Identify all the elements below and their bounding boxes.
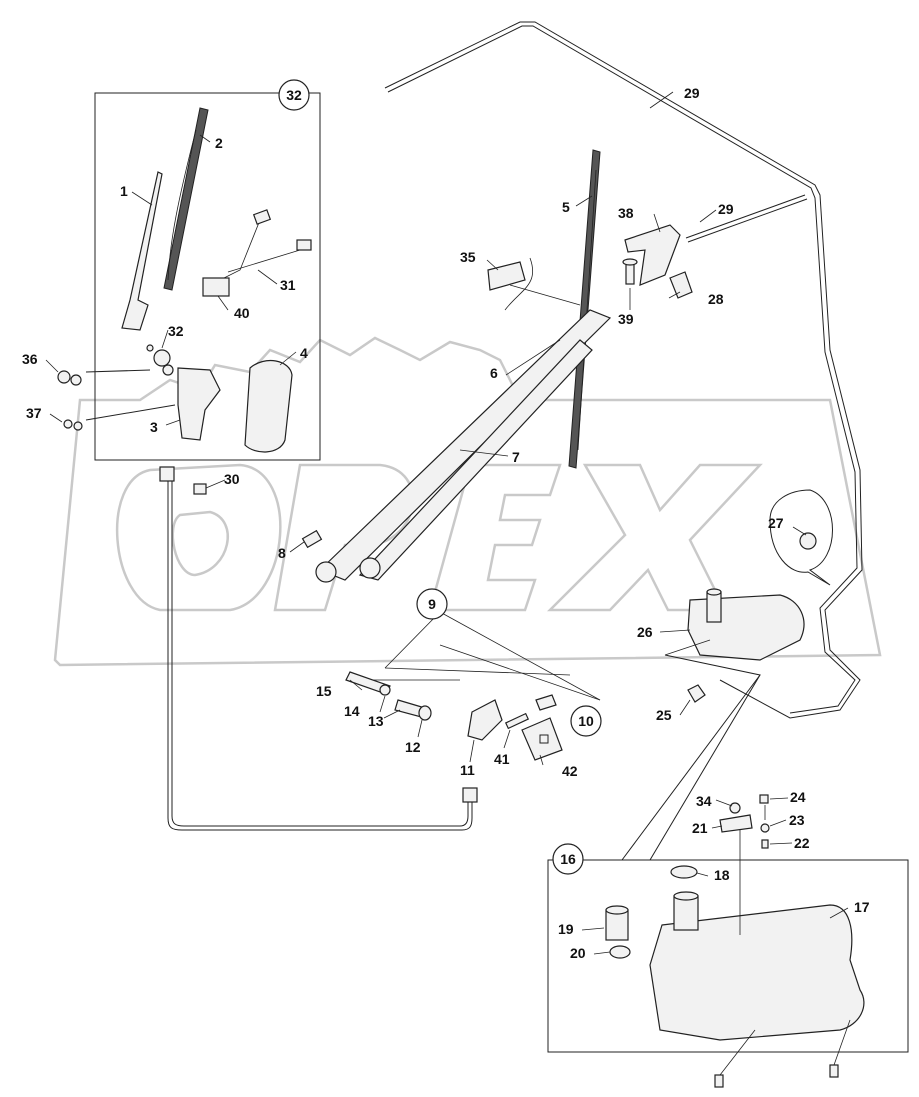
washer-tank-26 xyxy=(687,594,805,661)
cap-30 xyxy=(193,483,207,495)
callout-12-label: 12 xyxy=(405,739,421,755)
callout-4-label: 4 xyxy=(300,345,308,361)
callout-26-label: 26 xyxy=(637,624,653,640)
callout-34-label: 34 xyxy=(696,793,712,809)
wire-harness xyxy=(159,466,478,831)
detail-bubble-27 xyxy=(769,489,833,586)
cap-18 xyxy=(670,865,698,879)
callout-35-label: 35 xyxy=(460,249,476,265)
harness-31 xyxy=(219,219,261,281)
callout-29a-label: 29 xyxy=(684,85,700,101)
wiper-arm-1 xyxy=(121,171,163,331)
motor-11 xyxy=(467,699,503,741)
callout-38-label: 38 xyxy=(618,205,634,221)
callout-5-label: 5 xyxy=(562,199,570,215)
callout-18-label: 18 xyxy=(714,867,730,883)
grommet-20 xyxy=(609,945,631,959)
wiper-motor-3 xyxy=(177,367,221,441)
clip-25 xyxy=(687,684,706,703)
fitting-8 xyxy=(301,529,323,549)
callout-9: 9 xyxy=(416,588,448,620)
plate-42 xyxy=(521,717,563,761)
kit-box-16 xyxy=(547,794,909,1088)
callout-8-label: 8 xyxy=(278,545,286,561)
callout-40-label: 40 xyxy=(234,305,250,321)
kit-16-frame xyxy=(547,859,909,1053)
leader-lines xyxy=(45,91,849,955)
bushing-12 xyxy=(418,705,432,721)
motor-cover-4 xyxy=(244,359,293,453)
tank-neck-17 xyxy=(673,895,699,931)
callout-33: 32 xyxy=(278,79,310,111)
callout-37-label: 37 xyxy=(26,405,42,421)
washer-37 xyxy=(63,419,73,429)
washer-14 xyxy=(379,684,391,696)
callout-33-label: 32 xyxy=(286,87,302,103)
connector-40 xyxy=(202,277,230,297)
callout-30-label: 30 xyxy=(224,471,240,487)
washer-36 xyxy=(57,370,71,384)
callout-6-label: 6 xyxy=(490,365,498,381)
callout-24-label: 24 xyxy=(790,789,806,805)
bolt-lower-left xyxy=(714,1074,724,1088)
callout-42-label: 42 xyxy=(562,763,578,779)
callout-1-label: 1 xyxy=(120,183,128,199)
callout-31-label: 31 xyxy=(280,277,296,293)
wiper-assembly-right xyxy=(301,149,693,583)
callout-22-label: 22 xyxy=(794,835,810,851)
wiper-arm-6 xyxy=(318,309,612,581)
callout-7-label: 7 xyxy=(512,449,520,465)
callout-20-label: 20 xyxy=(570,945,586,961)
callout-41-label: 41 xyxy=(494,751,510,767)
nozzle-28 xyxy=(669,271,693,299)
callout-14-label: 14 xyxy=(344,703,360,719)
tank-filler-26 xyxy=(706,591,722,623)
callout-19-label: 19 xyxy=(558,921,574,937)
link-41 xyxy=(504,712,530,730)
callout-2-label: 2 xyxy=(215,135,223,151)
kit-33-frame xyxy=(94,92,321,461)
callout-13-label: 13 xyxy=(368,713,384,729)
labels: 1 2 3 4 5 6 7 8 11 12 13 14 15 17 18 19 … xyxy=(22,85,870,961)
callout-10: 10 xyxy=(570,705,602,737)
callout-27-label: 27 xyxy=(768,515,784,531)
callout-15-label: 15 xyxy=(316,683,332,699)
callout-29b-label: 29 xyxy=(718,201,734,217)
callout-17-label: 17 xyxy=(854,899,870,915)
kit-box-33 xyxy=(57,92,321,461)
washer-tank-area xyxy=(621,489,833,861)
nut-34 xyxy=(729,802,741,814)
wiper-arm-7 xyxy=(358,339,593,581)
callout-39-label: 39 xyxy=(618,311,634,327)
callout-3-label: 3 xyxy=(150,419,158,435)
bracket-21 xyxy=(719,814,753,833)
callout-10-label: 10 xyxy=(578,713,594,729)
callout-16-label: 16 xyxy=(560,851,576,867)
callout-23-label: 23 xyxy=(789,812,805,828)
washer-hose-29 xyxy=(384,21,863,719)
callout-16: 16 xyxy=(552,843,584,875)
washer-23 xyxy=(760,823,770,833)
wiper-blade-2 xyxy=(163,107,209,291)
bolt-22 xyxy=(761,839,769,849)
callout-28-label: 28 xyxy=(708,291,724,307)
bolt-lower-right xyxy=(829,1064,839,1078)
clamp-27 xyxy=(799,532,817,550)
nut-32 xyxy=(153,349,171,367)
callout-9-label: 9 xyxy=(428,596,436,612)
linkage-kit-9 xyxy=(345,611,601,761)
connector-lower xyxy=(462,787,478,803)
callout-25-label: 25 xyxy=(656,707,672,723)
connector-upper xyxy=(159,466,175,482)
callout-21-label: 21 xyxy=(692,820,708,836)
wiper-blade-5 xyxy=(568,149,601,469)
callout-11-label: 11 xyxy=(460,762,475,778)
nut-24 xyxy=(759,794,769,804)
callout-36-label: 36 xyxy=(22,351,38,367)
callout-32-text: 32 xyxy=(168,323,184,339)
bracket-38 xyxy=(624,224,681,286)
